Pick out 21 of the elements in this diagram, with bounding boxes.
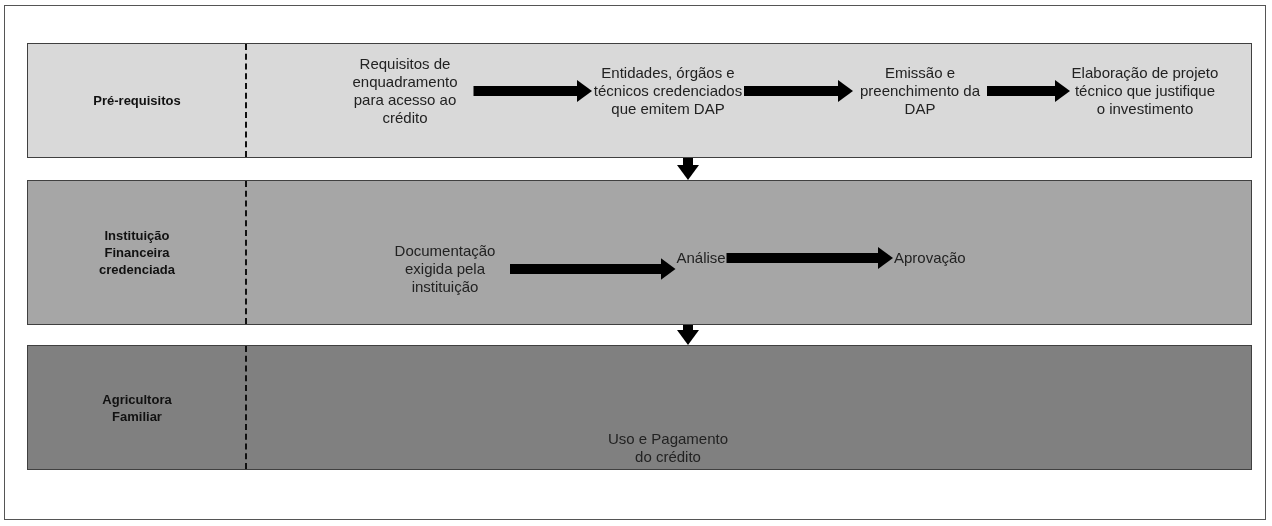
step-label: Análise — [676, 249, 726, 267]
step-label: Entidades, órgãos e técnicos credenciados que emitem DAP — [593, 64, 743, 118]
step-label: Elaboração de projeto técnico que justifique o investimento — [1071, 64, 1219, 118]
step-label: Aprovação — [894, 249, 966, 267]
block-arrow — [677, 158, 699, 180]
block-arrow — [987, 80, 1070, 102]
block-arrow — [677, 325, 699, 345]
swimlane-band — [27, 43, 1252, 158]
step-label: Documentação exigida pela instituição — [381, 242, 509, 296]
swimlane-band — [27, 345, 1252, 470]
block-arrow — [510, 258, 676, 280]
step-label: Emissão e preenchimento da DAP — [854, 64, 986, 118]
lane-heading: Agricultora Familiar — [101, 390, 173, 425]
block-arrow — [473, 80, 592, 102]
block-arrow — [726, 247, 893, 269]
lane-heading: Instituição Financeira credenciada — [98, 227, 176, 278]
swimlane-band — [27, 180, 1252, 325]
step-label: Uso e Pagamento do crédito — [603, 430, 733, 466]
step-label: Requisitos de enquadramento para acesso ao crédito — [337, 55, 473, 127]
block-arrow — [744, 80, 853, 102]
lane-heading: Pré-requisitos — [93, 92, 181, 109]
